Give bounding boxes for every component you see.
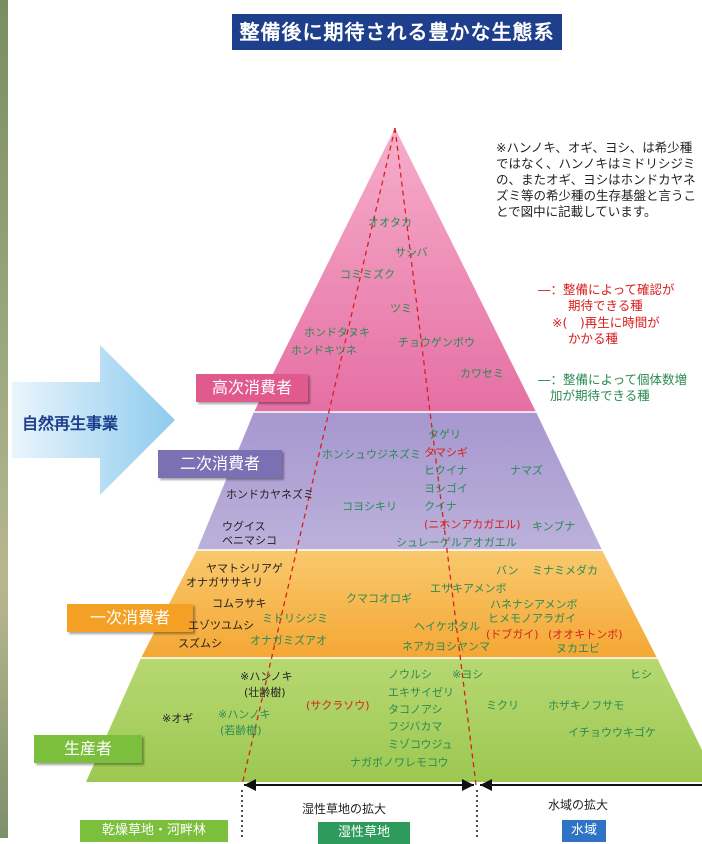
species-label: エサキアメンボ xyxy=(430,582,507,595)
species-label: ホンシュウジネズミ xyxy=(322,448,421,461)
tier-producer-shape xyxy=(86,658,702,782)
species-label: ミゾコウジュ xyxy=(388,738,453,751)
diagram-title: 整備後に期待される豊かな生態系 xyxy=(232,14,562,50)
species-label: カワセミ xyxy=(460,367,504,380)
species-label: バン xyxy=(496,564,519,577)
species-label: オナガミズアオ xyxy=(250,634,327,647)
species-label: ベニマシコ xyxy=(222,534,277,547)
species-label: ナマズ xyxy=(510,464,543,477)
species-label: (サクラソウ) xyxy=(306,699,370,712)
species-label: クマコオロギ xyxy=(346,592,412,605)
species-label: イチョウウキゴケ xyxy=(568,726,656,739)
species-label: サシバ xyxy=(395,246,428,259)
level-label-producer: 生産者 xyxy=(34,735,142,763)
species-label: ミナミメダカ xyxy=(532,564,598,577)
legend-red-line1: ―：整備によって確認が xyxy=(538,282,675,297)
species-label: ホザキノフサモ xyxy=(548,699,625,712)
species-label: ヘイケボタル xyxy=(414,620,480,633)
species-label: タゲリ xyxy=(428,428,461,441)
arrowhead xyxy=(462,779,474,791)
species-label: コヨシキリ xyxy=(342,500,397,513)
species-label: ※ハンノキ xyxy=(240,670,293,683)
legend-red-line4: かかる種 xyxy=(568,331,619,346)
species-label: ホンドキツネ xyxy=(291,344,357,357)
species-label: ナガボノワレモコウ xyxy=(350,756,449,769)
species-label: ヤマトシリアゲ xyxy=(206,562,283,575)
species-label: ハネナシアメンボ xyxy=(490,598,578,611)
species-label: ホンドタヌキ xyxy=(304,326,370,339)
arrow-label: 自然再生事業 xyxy=(22,414,119,433)
species-label: エキサイゼリ xyxy=(388,686,454,699)
species-label: ※ハンノキ xyxy=(218,708,271,721)
species-label: ヒメモノアラガイ xyxy=(488,612,576,625)
water-expand-label: 水域の拡大 xyxy=(548,798,609,812)
level-label-top: 高次消費者 xyxy=(196,374,308,402)
species-label: (オオキトンボ) xyxy=(548,628,623,641)
species-label: (ニホンアカガエル) xyxy=(424,518,521,531)
legend-red-line3: ※( )再生に時間が xyxy=(552,315,660,330)
species-label: オオタカ xyxy=(368,216,412,229)
tier-second-shape xyxy=(197,412,602,550)
species-label: ホンドカヤネズミ xyxy=(226,488,314,501)
legend-green-line1: ―：整備によって個体数増 xyxy=(538,372,688,387)
species-label: エゾツユムシ xyxy=(188,619,254,632)
species-label: キンブナ xyxy=(532,520,576,533)
species-label: コムラサキ xyxy=(212,597,267,610)
species-label: ノウルシ xyxy=(388,668,432,681)
wet-region-right-boundary xyxy=(394,127,477,786)
species-label: ※オギ xyxy=(162,712,194,725)
arrowhead xyxy=(244,779,256,791)
species-label: ミクリ xyxy=(486,699,519,712)
tier-primary-shape xyxy=(141,550,657,658)
species-label: ツミ xyxy=(390,302,412,315)
species-label: ネアカヨシヤンマ xyxy=(402,640,490,653)
habitat-wet: 湿性草地 xyxy=(318,822,410,844)
species-label: タコノアシ xyxy=(388,703,443,716)
progress-arrow xyxy=(12,345,175,495)
species-label: オナガササキリ xyxy=(186,576,263,589)
species-label: シュレーゲルアオガエル xyxy=(396,536,517,549)
species-label: ※ヨシ xyxy=(452,668,484,681)
species-label: タマシギ xyxy=(424,446,468,459)
note-text: ※ハンノキ、オギ、ヨシ、は希少種ではなく、ハンノキはミドリシジミの、またオギ、ヨ… xyxy=(496,140,697,219)
level-label-primary: 一次消費者 xyxy=(67,604,193,632)
background-aerial-strip xyxy=(0,0,8,838)
species-label: ヌカエビ xyxy=(556,642,600,655)
species-label: ヒシ xyxy=(630,668,652,681)
wet-expand-label: 湿性草地の拡大 xyxy=(302,802,387,816)
species-label: ヨシゴイ xyxy=(424,482,468,495)
tier-top-shape xyxy=(254,128,536,412)
species-label: (ドブガイ) xyxy=(486,628,539,641)
legend-red-line2: 期待できる種 xyxy=(568,298,643,313)
species-label: (若齢樹) xyxy=(220,724,262,737)
species-label: ウグイス xyxy=(222,520,266,533)
arrowhead xyxy=(480,779,492,791)
legend-green-line2: 加が期待できる種 xyxy=(550,388,650,403)
species-label: (壮齢樹) xyxy=(244,686,286,699)
species-label: クイナ xyxy=(424,500,457,513)
species-label: フジバカマ xyxy=(388,720,443,733)
species-label: コミミズク xyxy=(340,268,395,281)
habitat-water: 水域 xyxy=(562,820,606,842)
species-label: ヒクイナ xyxy=(424,464,468,477)
habitat-dry: 乾燥草地・河畔林 xyxy=(80,820,228,842)
species-label: スズムシ xyxy=(178,637,222,650)
species-label: チョウゲンボウ xyxy=(398,336,475,349)
species-label: ミドリシジミ xyxy=(262,612,328,625)
level-label-second: 二次消費者 xyxy=(158,450,282,478)
wet-region-left-boundary xyxy=(241,127,396,786)
